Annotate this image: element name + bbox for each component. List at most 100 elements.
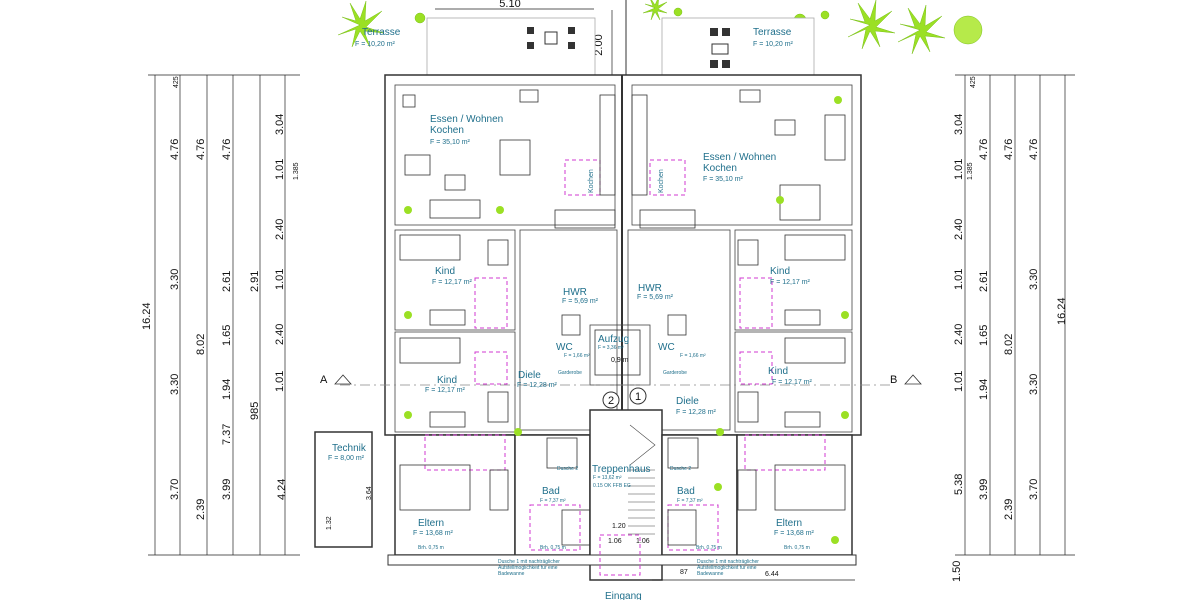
left-c4-4: 1.94	[221, 379, 233, 400]
kochen-right-label: Kochen	[658, 169, 665, 193]
left-total: 16.24	[141, 302, 153, 330]
essen-right-title: Essen / Wohnen	[703, 152, 776, 163]
left-c6-4: 2.40	[274, 219, 286, 240]
right-c4-4: 2.39	[1003, 499, 1015, 520]
right-c1-2: 1.01	[953, 159, 965, 180]
kind-left-2-area: F = 12,17 m²	[425, 387, 466, 394]
bad-note-left-3: Badewanne	[498, 571, 525, 577]
hwr-left-area: F = 5,69 m²	[562, 298, 599, 305]
bad-left-area: F = 7,37 m²	[540, 498, 566, 504]
bad-right-label: Bad	[677, 486, 695, 497]
terrace-left-label: Terrasse	[362, 27, 401, 38]
treppenhaus-area: F = 13,62 m²	[593, 475, 622, 481]
right-c1-6: 1.01	[953, 371, 965, 392]
right-c1-3: 2.40	[953, 219, 965, 240]
hwr-right-area: F = 5,69 m²	[637, 294, 674, 301]
right-c3-1: 4.76	[1003, 139, 1015, 160]
section-a-label: A	[320, 374, 328, 386]
kind-right-1-area: F = 12,17 m²	[770, 279, 811, 286]
left-c4-3: 1.65	[221, 325, 233, 346]
essen-right-area: F = 35,10 m²	[703, 176, 744, 183]
treppenhaus-level: 0.15 OK FFB EG	[593, 483, 631, 489]
left-c5-2: 2.91	[249, 271, 261, 292]
terrace-right-label: Terrasse	[753, 27, 792, 38]
terrace-right-area: F = 10,20 m²	[753, 41, 794, 48]
treppenhaus-label: Treppenhaus	[592, 464, 651, 475]
aufzug-dimension: 0,9 m	[611, 357, 629, 364]
eingang-label: Eingang	[605, 591, 642, 600]
right-total: 16.24	[1056, 297, 1068, 325]
left-c2-3: 3.70	[169, 479, 181, 500]
bad-note-left-2: Aufstellmöglichkeit für eine	[498, 565, 558, 571]
right-c4-1: 3.30	[1028, 269, 1040, 290]
building-walls	[314, 74, 862, 581]
right-c3-3: 3.99	[978, 479, 990, 500]
right-c2-1: 4.76	[978, 139, 990, 160]
right-c2-5: 5.38	[953, 474, 965, 495]
left-dimension-chain	[148, 74, 300, 556]
right-c2-2: 2.61	[978, 271, 990, 292]
wc-left-label: WC	[556, 342, 573, 353]
terrace-right	[661, 17, 815, 77]
kind-left-1-label: Kind	[435, 266, 455, 277]
right-c4-2: 3.30	[1028, 374, 1040, 395]
kochen-left-label: Kochen	[588, 169, 595, 193]
essen-left-title: Essen / Wohnen	[430, 114, 503, 125]
right-c4-3: 3.70	[1028, 479, 1040, 500]
left-c2-1: 3.30	[169, 269, 181, 290]
right-c3-2: 8.02	[1003, 334, 1015, 355]
dim-bottom-106-right: 1.06	[636, 538, 650, 545]
bad-right-area: F = 7,37 m²	[677, 498, 703, 504]
essen-left-area: F = 35,10 m²	[430, 139, 471, 146]
eltern-left-label: Eltern	[418, 518, 444, 529]
right-c1-5: 2.40	[953, 324, 965, 345]
unit-1-marker	[629, 387, 647, 405]
section-b-label: B	[890, 374, 897, 386]
dim-bottom-150: 1.50	[951, 561, 963, 582]
eltern-left-area: F = 13,68 m²	[413, 530, 454, 537]
left-c2-2: 3.30	[169, 374, 181, 395]
left-c3-3: 2.39	[195, 499, 207, 520]
right-small-425: 425	[970, 76, 977, 88]
technik-area: F = 8,00 m²	[328, 455, 365, 462]
left-c6-8: 3.64	[366, 486, 373, 500]
left-c6-6: 2.40	[274, 324, 286, 345]
eltern-right-label: Eltern	[776, 518, 802, 529]
staircase	[628, 424, 656, 535]
left-c6-5: 1.01	[274, 269, 286, 290]
left-small-1385: 1.385	[293, 162, 300, 180]
bad-note-left-1: Dusche 1 mit nachträglicher	[498, 559, 560, 565]
dusche-right: Dusche 2	[670, 466, 691, 472]
right-c2-3: 1.65	[978, 325, 990, 346]
terrace-left-area: F = 10,20 m²	[355, 41, 396, 48]
technik-label: Technik	[332, 443, 367, 454]
right-c2-4: 1.94	[978, 379, 990, 400]
furniture	[399, 89, 846, 546]
wc-right-area: F = 1,66 m²	[680, 353, 706, 359]
unit-1-number: 1	[635, 391, 641, 403]
brh-bad-left: Brh. 0,75 m	[540, 545, 566, 551]
left-c6-3: 1.01	[274, 159, 286, 180]
unit-2-marker	[602, 391, 620, 409]
dim-top-width: 5.10	[499, 0, 520, 10]
left-c4-1: 4.76	[169, 139, 181, 160]
dim-bottom-644: 6.44	[765, 571, 779, 578]
kind-left-2-label: Kind	[437, 375, 457, 386]
kind-right-1-label: Kind	[770, 266, 790, 277]
eltern-right-area: F = 13,68 m²	[774, 530, 815, 537]
left-c5-3: 985	[249, 402, 261, 420]
bad-left-label: Bad	[542, 486, 560, 497]
left-c3-2: 7.37	[221, 424, 233, 445]
essen-right-kochen: Kochen	[703, 163, 737, 174]
aufzug-label: Aufzug	[598, 334, 629, 345]
bad-note-right-2: Aufstellmöglichkeit für eine	[697, 565, 757, 571]
dim-bottom-120: 1.20	[612, 523, 626, 530]
terrace-left	[426, 17, 596, 77]
dim-bottom-87: 87	[680, 569, 688, 576]
right-c1-4: 1.01	[953, 269, 965, 290]
dim-bottom-106-left: 1.06	[608, 538, 622, 545]
left-c4-6: 4.24	[276, 479, 288, 500]
kind-right-2-area: F = 12,17 m²	[772, 379, 813, 386]
left-c5-1: 4.76	[195, 139, 207, 160]
